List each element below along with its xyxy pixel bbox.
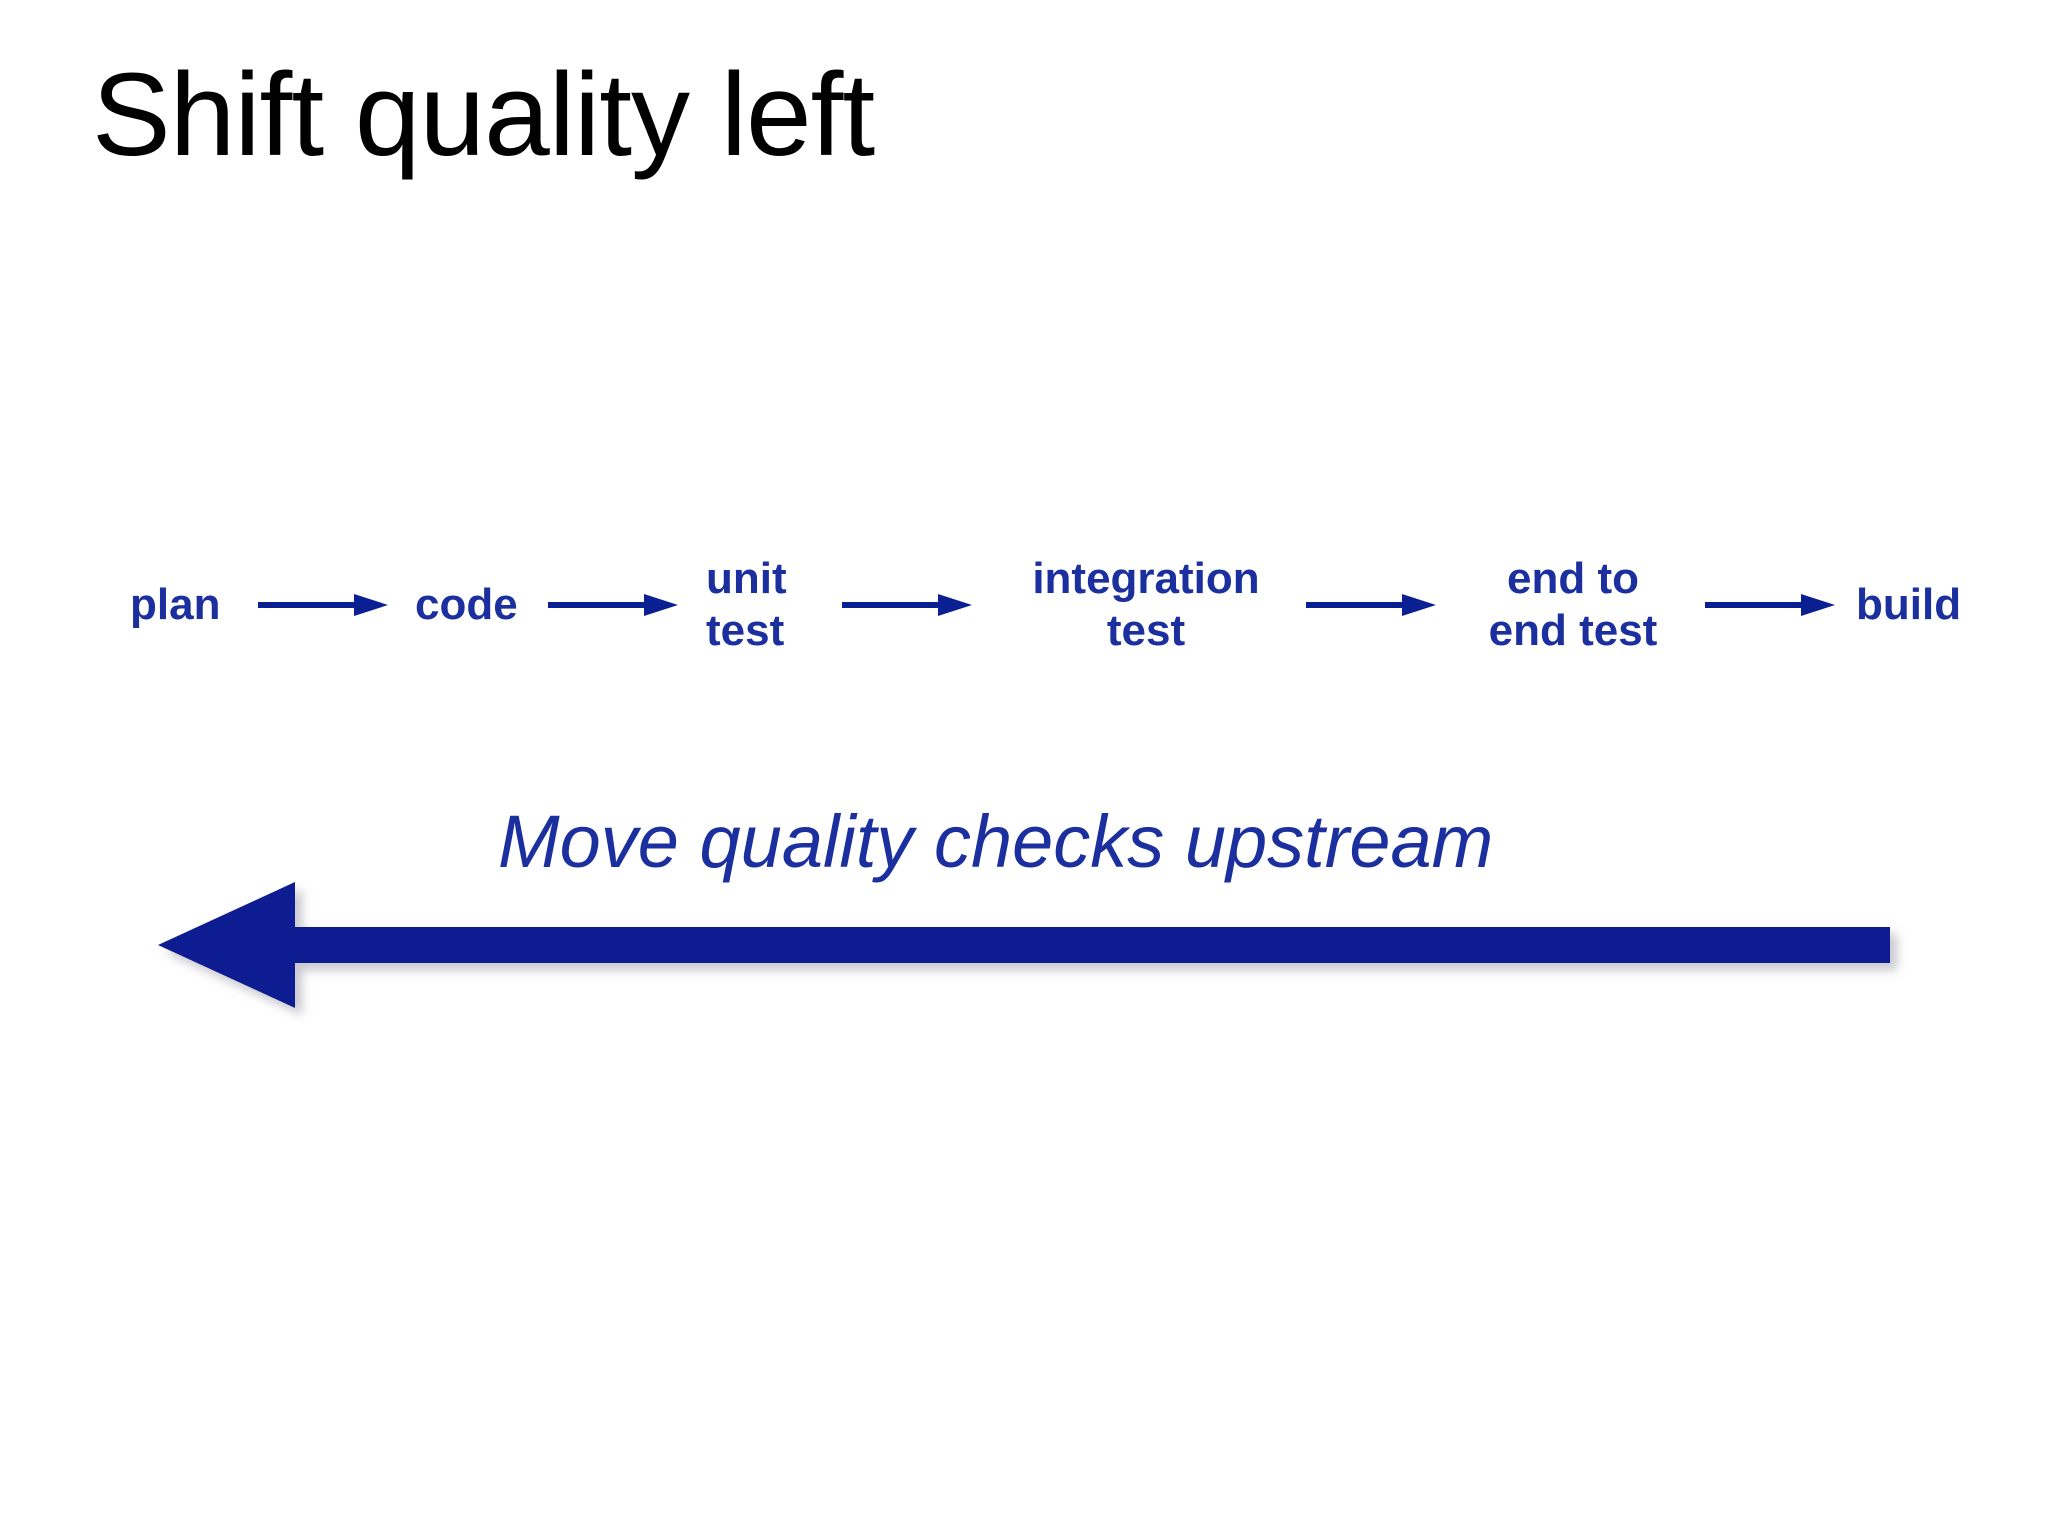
arrow-right-icon bbox=[842, 594, 972, 616]
stage-label-line: unit bbox=[706, 554, 787, 604]
stage-label-line: test bbox=[706, 606, 785, 655]
pipeline-stage-integration-test: integration test bbox=[996, 530, 1296, 680]
pipeline-stage-build: build bbox=[1856, 530, 1996, 680]
pipeline-diagram: plan code unit test bbox=[130, 530, 1961, 680]
stage-label-line: integration bbox=[1032, 554, 1260, 604]
stage-label-line: end to bbox=[1507, 554, 1639, 604]
pipeline-stage-unit-test: unit test bbox=[706, 530, 836, 680]
arrow-left-icon bbox=[140, 868, 1910, 1038]
stage-label-line: test bbox=[1106, 606, 1186, 655]
pipeline-stage-end-to-end-test: end to end test bbox=[1458, 530, 1688, 680]
pipeline-stage-code: code bbox=[415, 530, 545, 680]
page-title: Shift quality left bbox=[92, 49, 875, 181]
stage-label-line: plan bbox=[130, 580, 221, 630]
stage-label-line: end test bbox=[1488, 606, 1658, 655]
arrow-right-icon bbox=[1306, 594, 1436, 616]
stage-label-line: build bbox=[1856, 580, 1962, 630]
pipeline-stage-plan: plan bbox=[130, 530, 250, 680]
arrow-right-icon bbox=[1705, 594, 1835, 616]
arrow-right-icon bbox=[548, 594, 678, 616]
arrow-right-icon bbox=[258, 594, 388, 616]
stage-label-line: code bbox=[415, 580, 518, 630]
caption-text: Move quality checks upstream bbox=[498, 800, 1494, 883]
